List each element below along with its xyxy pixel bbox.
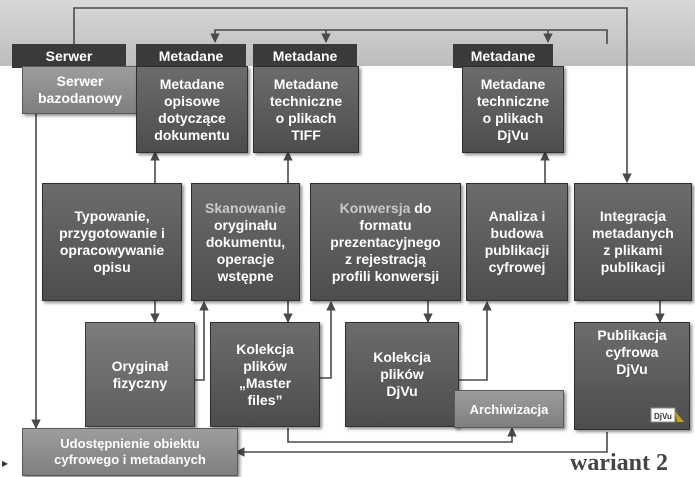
djvu-file-icon: DjVu [650, 407, 684, 423]
kolekcja-djvu-box: Kolekcja plików DjVu [345, 322, 459, 427]
archiwizacja-box: Archiwizacja [454, 390, 564, 428]
master-to-archiwizacja [287, 427, 517, 443]
header-tab-metadane-2: Metadane [253, 44, 357, 68]
oryginal-to-skanowanie [194, 301, 209, 381]
meta-opisowe-box: Metadane opisowe dotyczące dokumentu [136, 66, 248, 153]
header-tab-serwer: Serwer [12, 44, 126, 68]
skanowanie-box: Skanowanie oryginału dokumentu, operacje… [191, 183, 300, 301]
serwer-box: Serwer bazodanowy [22, 66, 138, 114]
master-to-konwersja [318, 301, 336, 379]
header-tab-metadane-3: Metadane [453, 44, 553, 68]
udostepnienie-box: Udostępnienie obiektu cyfrowego i metada… [22, 428, 238, 476]
analiza-box: Analiza i budowa publikacji cyfrowej [466, 183, 568, 301]
bullet-mark: ▸ [2, 456, 9, 470]
meta-tiff-box: Metadane techniczne o plikach TIFF [253, 66, 359, 153]
djvu-to-analiza [458, 301, 492, 381]
master-files-box: Kolekcja plików „Master files” [210, 322, 320, 427]
djvu-icon-label: DjVu [654, 412, 672, 421]
skanowanie-text: oryginału dokumentu, operacje wstępne [205, 216, 286, 284]
oryginal-box: Oryginał fizyczny [85, 322, 195, 427]
meta-djvu-box: Metadane techniczne o plikach DjVu [462, 66, 564, 153]
skanowanie-highlight: Skanowanie [205, 199, 286, 216]
konwersja-highlight: Konwersja [339, 199, 411, 216]
variant-label: wariant 2 [570, 450, 668, 476]
konwersja-box: Konwersja do formatu prezentacyjnego z r… [310, 183, 461, 301]
top-bus-line [73, 7, 632, 183]
typowanie-box: Typowanie, przygotowanie i opracowywanie… [42, 183, 182, 301]
integracja-box: Integracja metadanych z plikami publikac… [574, 183, 692, 301]
header-tab-metadane-1: Metadane [136, 44, 246, 68]
konwersja-text: do formatu prezentacyjnego z rejestracją… [330, 199, 441, 284]
publikacja-to-udostepnienie [235, 432, 608, 457]
top-bus-line-2 [210, 29, 608, 44]
